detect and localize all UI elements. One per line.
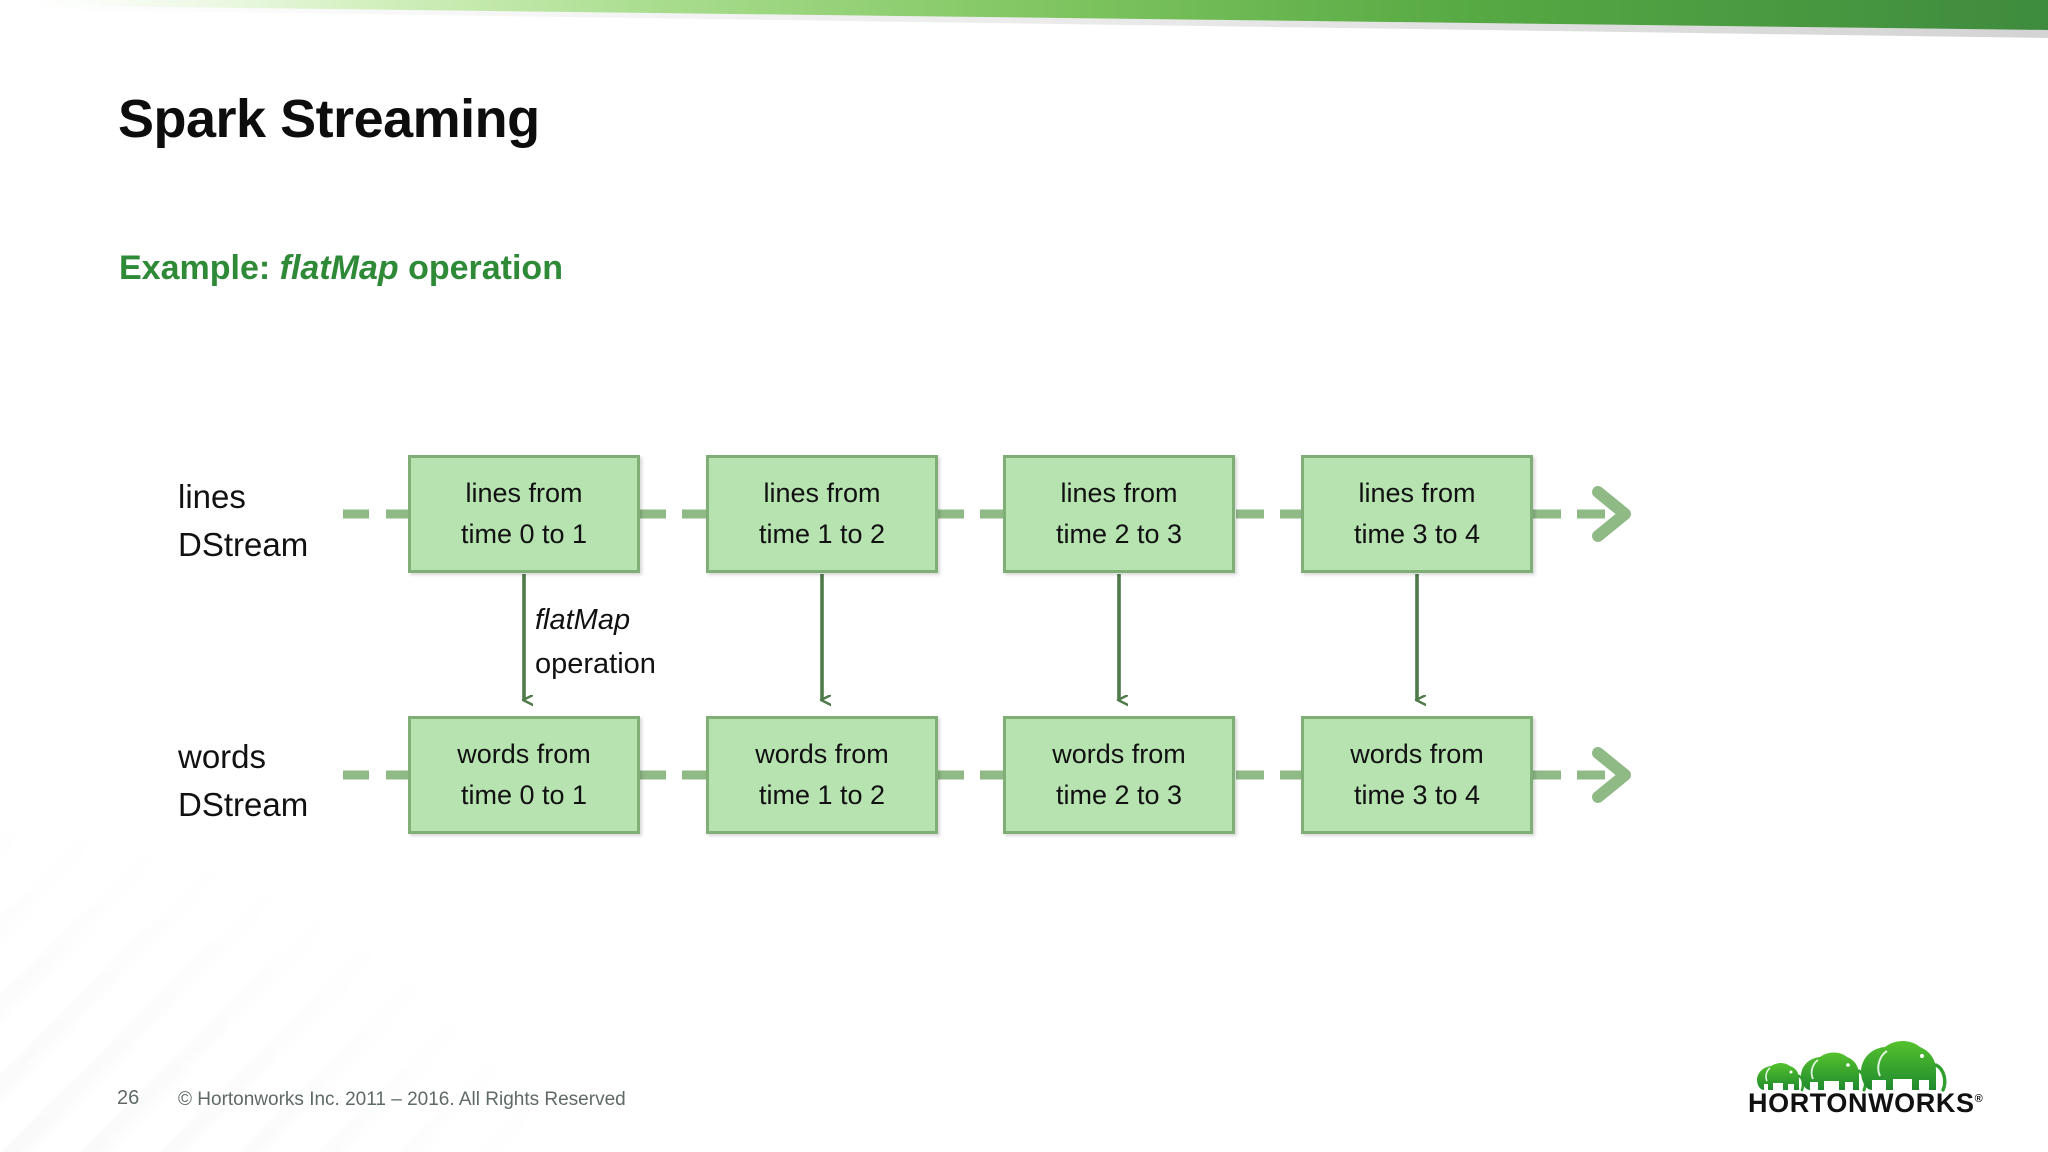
row-label-lines-line1: lines xyxy=(178,478,246,515)
subtitle-italic-term: flatMap xyxy=(279,249,399,287)
words-continuation-arrow-icon xyxy=(1592,747,1631,803)
footer-page-number: 26 xyxy=(117,1087,140,1109)
lines-box-3-line1: lines from xyxy=(1358,478,1476,508)
lines-box-0-line2: time 0 to 1 xyxy=(460,519,588,549)
words-box-2-line2: time 2 to 3 xyxy=(1055,780,1183,810)
words-box-2[interactable]: words from time 2 to 3 xyxy=(1003,716,1235,834)
hortonworks-wordmark: HORTONWORKS® xyxy=(1748,1088,1983,1119)
flatmap-operation-label: flatMap operation xyxy=(535,598,656,686)
page-title: Spark Streaming xyxy=(118,89,540,149)
row-label-words-line2: DStream xyxy=(178,786,309,823)
words-box-3[interactable]: words from time 3 to 4 xyxy=(1301,716,1533,834)
subtitle-prefix: Example: xyxy=(119,249,280,287)
row-label-lines-dstream: lines DStream xyxy=(178,473,308,569)
lines-box-1[interactable]: lines from time 1 to 2 xyxy=(706,455,938,573)
words-box-3-line1: words from xyxy=(1350,739,1484,769)
lines-box-3[interactable]: lines from time 3 to 4 xyxy=(1301,455,1533,573)
lines-box-1-line1: lines from xyxy=(763,478,881,508)
row-label-words-dstream: words DStream xyxy=(178,733,308,829)
words-box-0-line1: words from xyxy=(457,739,591,769)
words-box-0[interactable]: words from time 0 to 1 xyxy=(408,716,640,834)
lines-box-0-line1: lines from xyxy=(465,478,583,508)
lines-box-3-line2: time 3 to 4 xyxy=(1353,519,1481,549)
elephant-small-icon xyxy=(1757,1063,1805,1092)
hortonworks-elephants-icon xyxy=(1757,1041,1947,1092)
lines-continuation-arrow-icon xyxy=(1592,486,1631,542)
words-box-1-line1: words from xyxy=(755,739,889,769)
elephant-medium-icon xyxy=(1801,1052,1867,1092)
words-box-0-line2: time 0 to 1 xyxy=(460,780,588,810)
words-box-3-line2: time 3 to 4 xyxy=(1353,780,1481,810)
row-label-lines-line2: DStream xyxy=(178,526,309,563)
row-label-words-line1: words xyxy=(178,738,267,775)
words-box-1[interactable]: words from time 1 to 2 xyxy=(706,716,938,834)
page-subtitle: Example: flatMap operation xyxy=(119,249,563,288)
lines-box-0[interactable]: lines from time 0 to 1 xyxy=(408,455,640,573)
registered-trademark-icon: ® xyxy=(1974,1093,1984,1105)
hortonworks-wordmark-text: HORTONWORKS xyxy=(1748,1088,1975,1118)
words-box-2-line1: words from xyxy=(1052,739,1186,769)
header-banner-swoosh xyxy=(0,0,2048,38)
lines-box-2-line2: time 2 to 3 xyxy=(1055,519,1183,549)
subtitle-suffix: operation xyxy=(398,249,563,287)
flatmap-operation-italic: flatMap xyxy=(535,604,631,636)
words-box-1-line2: time 1 to 2 xyxy=(758,780,886,810)
elephant-large-icon xyxy=(1861,1041,1947,1092)
footer-copyright: © Hortonworks Inc. 2011 – 2016. All Righ… xyxy=(178,1089,626,1110)
lines-box-1-line2: time 1 to 2 xyxy=(758,519,886,549)
lines-box-2[interactable]: lines from time 2 to 3 xyxy=(1003,455,1235,573)
lines-box-2-line1: lines from xyxy=(1060,478,1178,508)
flatmap-operation-plain: operation xyxy=(535,648,656,680)
flatmap-transform-arrows xyxy=(524,574,1417,700)
